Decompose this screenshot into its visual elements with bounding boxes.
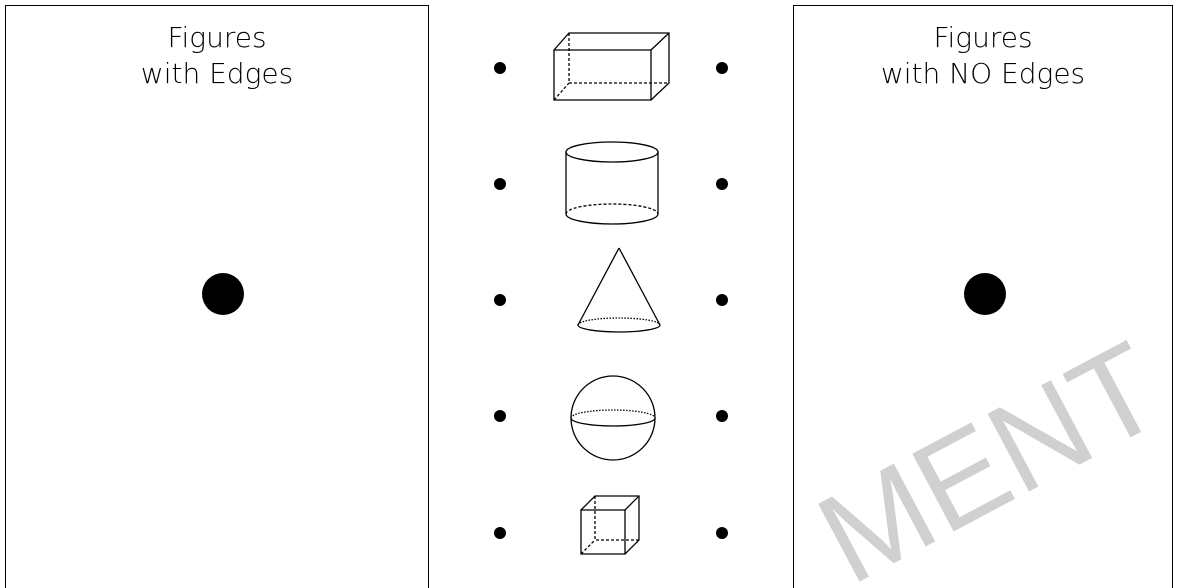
prism-back-edges — [554, 33, 669, 100]
sphere-right-dot[interactable] — [716, 410, 728, 422]
cylinder-left-dot[interactable] — [494, 178, 506, 190]
cylinder-right-dot[interactable] — [716, 178, 728, 190]
cube-hidden-corner-edge — [581, 540, 595, 554]
cube-right-dot[interactable] — [716, 527, 728, 539]
sphere-left-dot[interactable] — [494, 410, 506, 422]
title-line-1: Figures — [794, 20, 1172, 56]
title-line-2: with NO Edges — [794, 56, 1172, 92]
prism-hidden-corner-edge — [554, 83, 569, 100]
cylinder-bottom-front — [566, 214, 658, 224]
cube-figure[interactable] — [578, 493, 642, 557]
cone-left-dot[interactable] — [494, 294, 506, 306]
cone-figure[interactable] — [575, 245, 663, 337]
figures-with-edges-title: Figures with Edges — [6, 20, 428, 92]
cone-base-front — [578, 325, 660, 332]
cone-right-dot[interactable] — [716, 294, 728, 306]
no-edges-drop-target[interactable] — [964, 273, 1006, 315]
cube-front-face — [581, 510, 625, 554]
cylinder-bottom-back — [566, 204, 658, 214]
rectangular-prism-figure[interactable] — [550, 28, 674, 104]
edges-drop-target[interactable] — [202, 273, 244, 315]
prism-hidden-edges — [569, 33, 669, 83]
cylinder-top-ellipse — [566, 142, 658, 162]
cylinder-figure[interactable] — [563, 139, 661, 227]
sphere-equator-front — [571, 418, 655, 426]
figures-no-edges-box: Figures with NO Edges — [793, 5, 1173, 588]
title-line-1: Figures — [6, 20, 428, 56]
prism-top-right-edge — [651, 33, 669, 50]
cone-right-side — [619, 248, 660, 325]
rectangular-prism-left-dot[interactable] — [494, 62, 506, 74]
title-line-2: with Edges — [6, 56, 428, 92]
cube-top-right-edge — [625, 496, 639, 510]
sphere-outline — [571, 376, 655, 460]
sphere-figure[interactable] — [565, 375, 661, 461]
figures-with-edges-box: Figures with Edges — [5, 5, 429, 588]
sphere-equator-back — [571, 410, 655, 418]
cone-base-back — [578, 318, 660, 325]
figures-no-edges-title: Figures with NO Edges — [794, 20, 1172, 92]
cube-left-dot[interactable] — [494, 527, 506, 539]
rectangular-prism-right-dot[interactable] — [716, 62, 728, 74]
cone-left-side — [578, 248, 619, 325]
